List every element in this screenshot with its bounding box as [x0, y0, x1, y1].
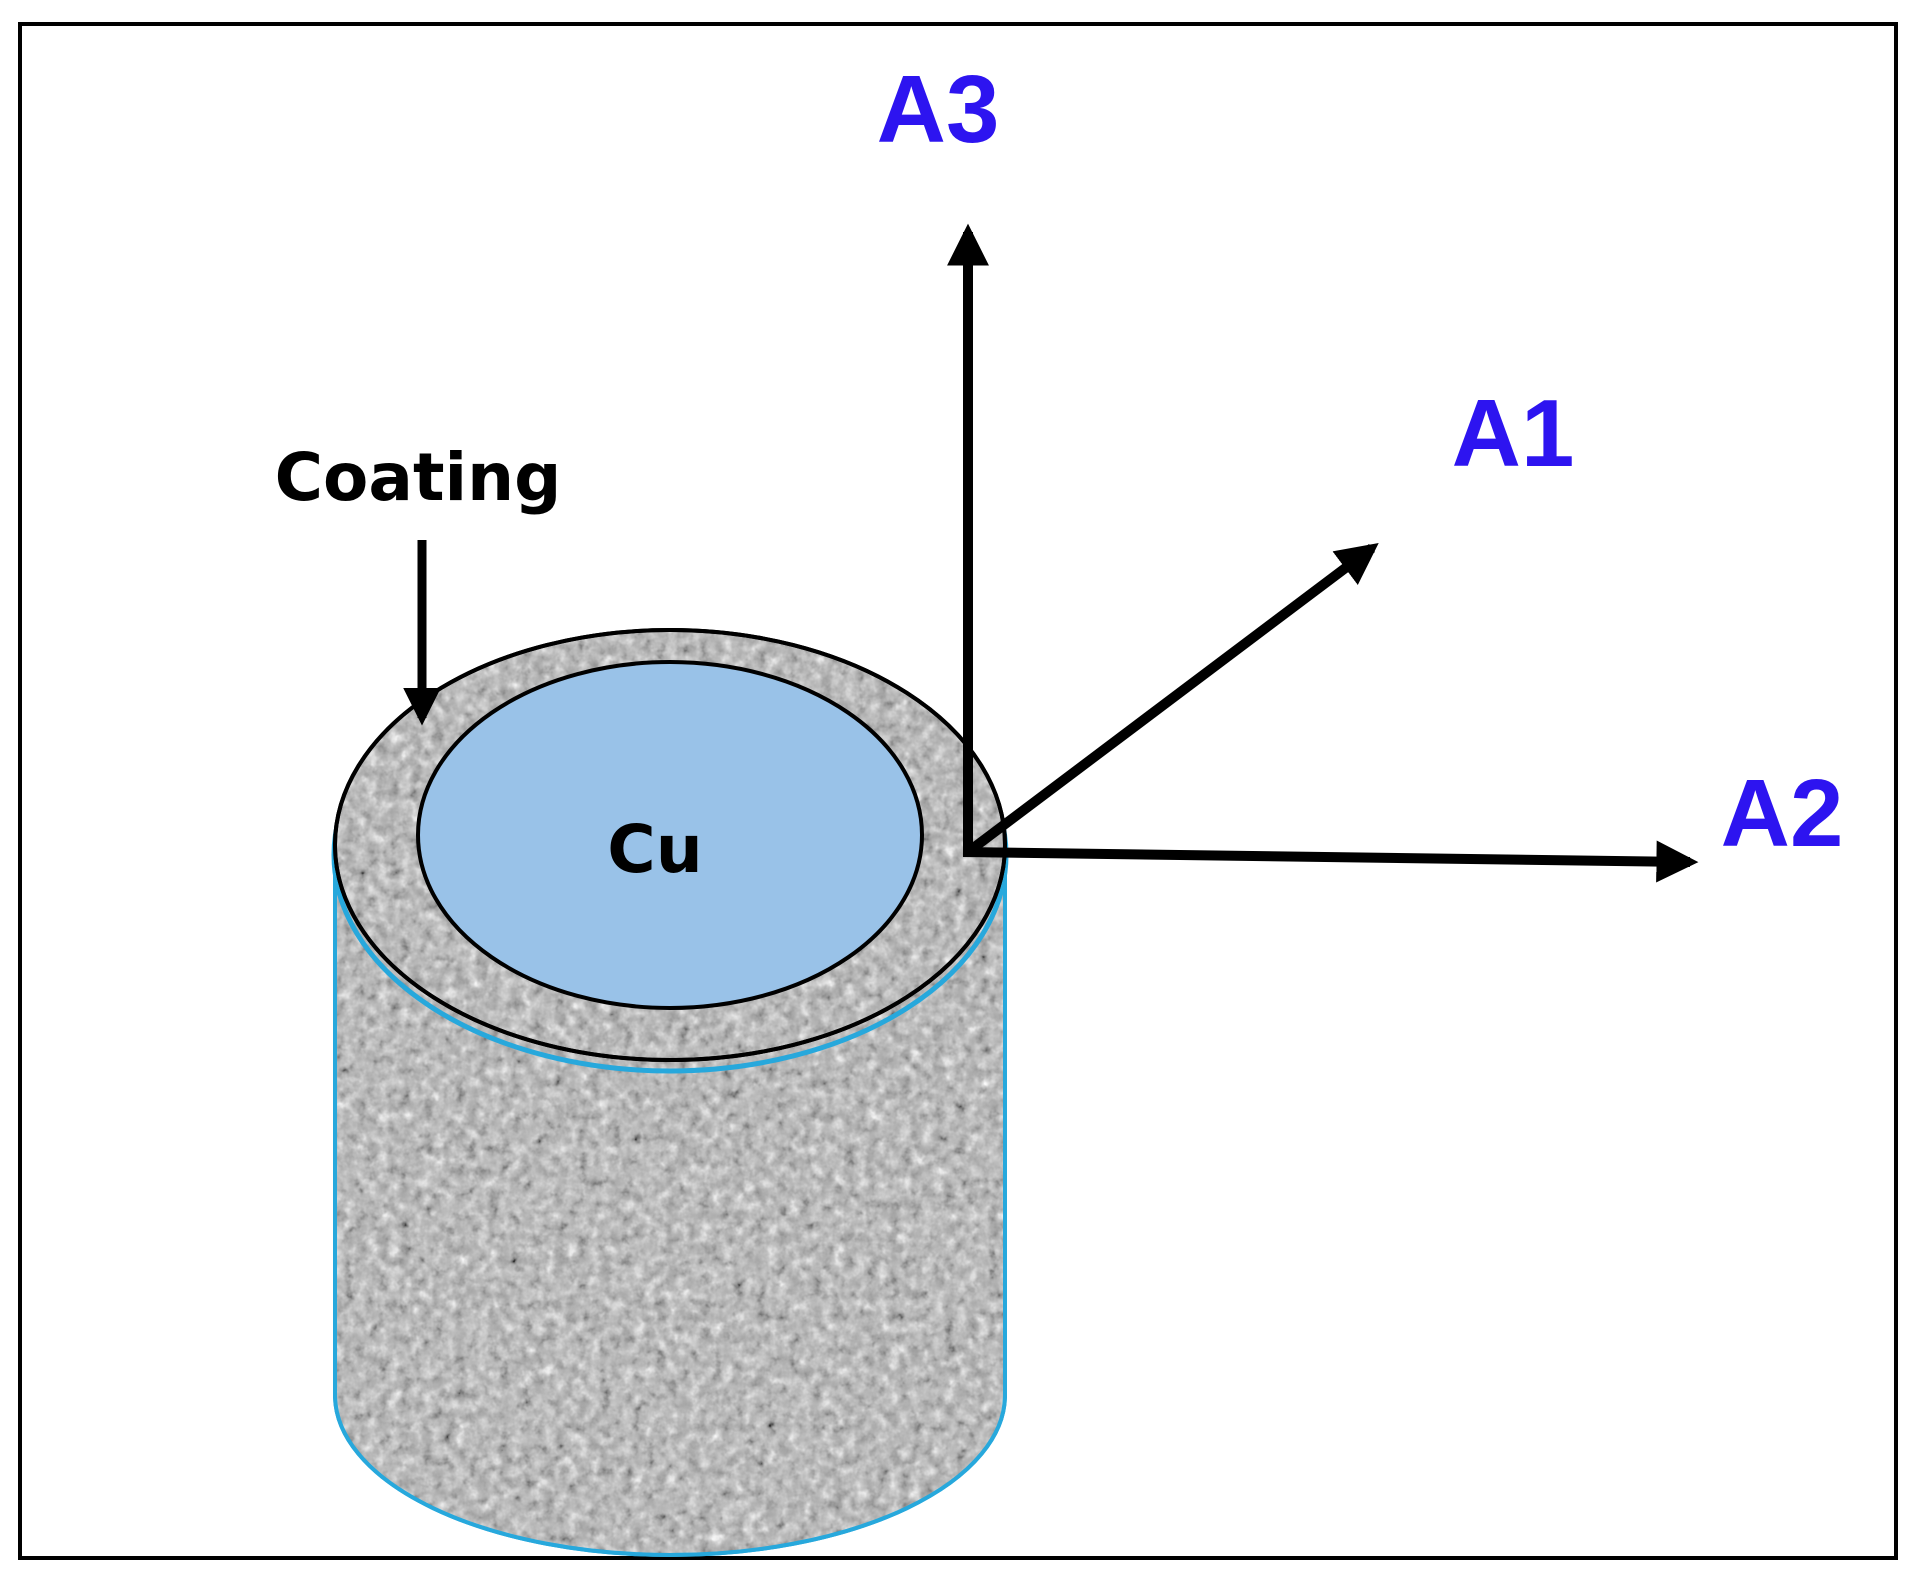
axis-a1-label: A1: [1452, 380, 1575, 487]
coating-label: Coating: [275, 439, 562, 516]
axis-a2-label: A2: [1721, 760, 1844, 867]
copper-core: [416, 660, 924, 1010]
axis-a3-label: A3: [877, 56, 1000, 163]
coordinate-axes: [947, 223, 1699, 883]
cylinder-side-outline: [333, 855, 1007, 1557]
axis-a1-arrow: [964, 542, 1379, 856]
core-label: Cu: [607, 811, 702, 888]
coated-cylinder: [331, 628, 1009, 1557]
axis-a2-arrow: [962, 840, 1699, 883]
coating-top-outline: [333, 628, 1007, 1062]
